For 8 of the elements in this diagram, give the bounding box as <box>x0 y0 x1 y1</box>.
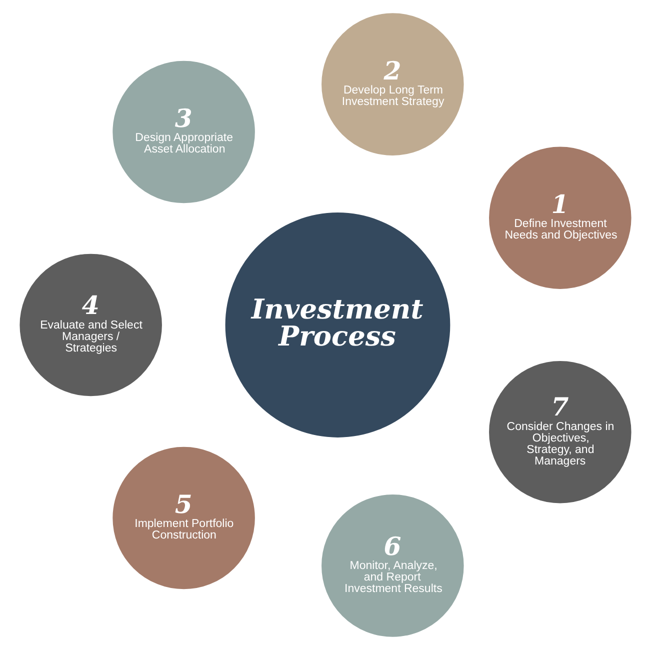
node-circle: 1 Define Investment Needs and Objectives <box>487 146 632 290</box>
node-circle: 7 Consider Changes in Objectives, Strategy, and Managers <box>487 360 632 504</box>
node-circle: 5 Implement Portfolio Construction <box>111 446 256 590</box>
node-circle: 3 Design Appropriate Asset Allocation <box>111 60 256 204</box>
node-circle: 2 Develop Long Term Investment Strategy <box>320 12 464 156</box>
node-circle: 4 Evaluate and Select Managers / Strategies <box>18 252 163 398</box>
node-circle: Investment Process <box>224 212 451 438</box>
node-circle: 6 Monitor, Analyze, and Report Investment Results <box>320 494 464 638</box>
